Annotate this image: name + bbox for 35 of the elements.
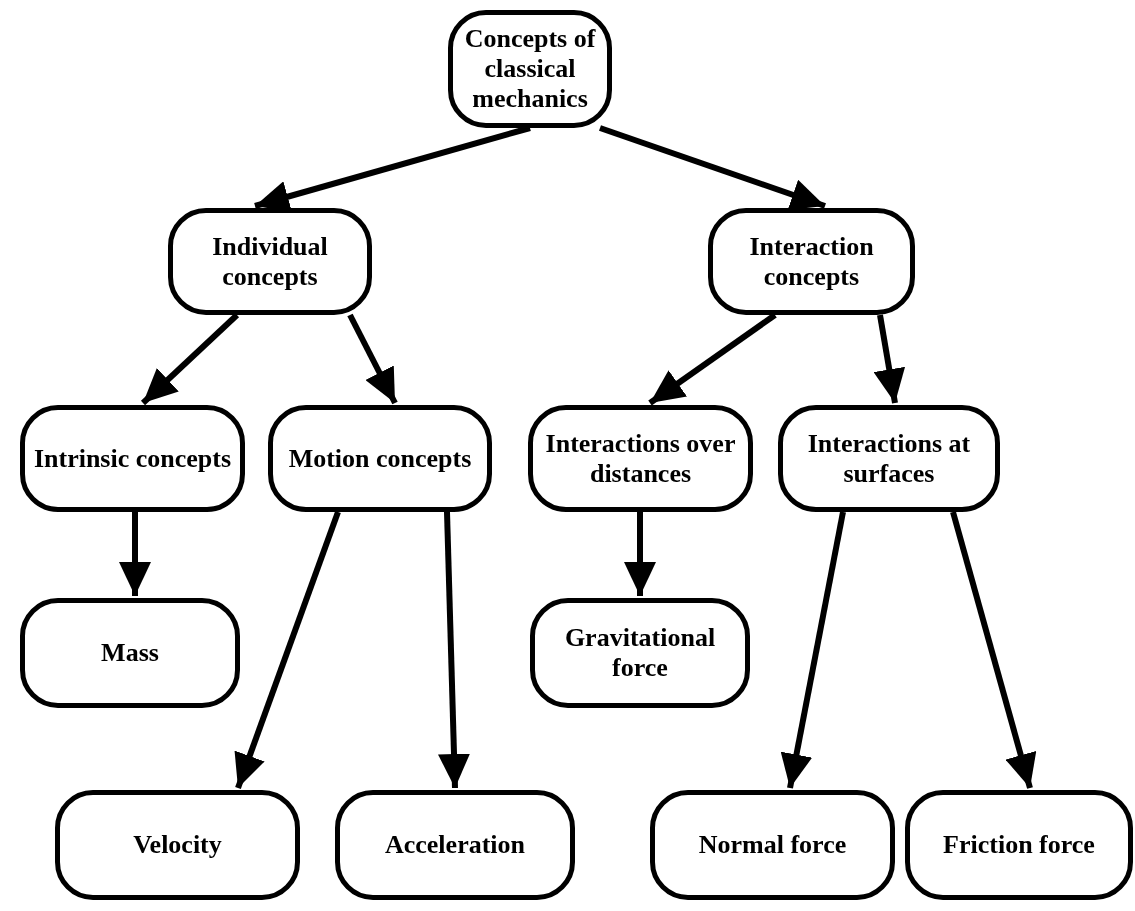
concept-box bbox=[20, 598, 240, 708]
concept-label: Motion concepts bbox=[288, 443, 472, 474]
concept-label: Mass bbox=[101, 638, 159, 668]
arrow bbox=[347, 313, 398, 405]
concept-label: Velocity bbox=[133, 830, 222, 860]
arrow bbox=[624, 512, 656, 596]
concept-box bbox=[708, 208, 915, 315]
concept-box bbox=[905, 790, 1133, 900]
concept-label: Interaction concepts bbox=[748, 231, 875, 292]
arrow bbox=[438, 511, 470, 789]
concept-label: Interactions over distances bbox=[544, 428, 737, 489]
concept-label: Friction force bbox=[943, 830, 1095, 860]
concept-label: Intrinsic concepts bbox=[33, 443, 232, 474]
concept-label: Acceleration bbox=[384, 830, 525, 860]
concept-label: Normal force bbox=[698, 830, 847, 860]
concept-box bbox=[528, 405, 753, 512]
concept-box bbox=[448, 10, 612, 128]
concept-label: Gravitational force bbox=[563, 623, 717, 683]
concept-label: Concepts of classical mechanics bbox=[463, 24, 597, 114]
arrow bbox=[234, 511, 341, 789]
concept-label: Individual concepts bbox=[211, 231, 329, 292]
arrow bbox=[780, 511, 846, 789]
arrow bbox=[873, 314, 906, 404]
arrow bbox=[599, 125, 826, 210]
concept-box bbox=[168, 208, 372, 315]
concept-label: Interactions at surfaces bbox=[806, 428, 972, 489]
arrow bbox=[119, 512, 151, 596]
concept-box bbox=[530, 598, 750, 708]
concept-box bbox=[268, 405, 492, 512]
concept-box bbox=[650, 790, 895, 900]
concept-box bbox=[778, 405, 1000, 512]
concept-box bbox=[20, 405, 245, 512]
arrow bbox=[950, 511, 1037, 789]
concept-box bbox=[335, 790, 575, 900]
concept-box bbox=[55, 790, 300, 900]
